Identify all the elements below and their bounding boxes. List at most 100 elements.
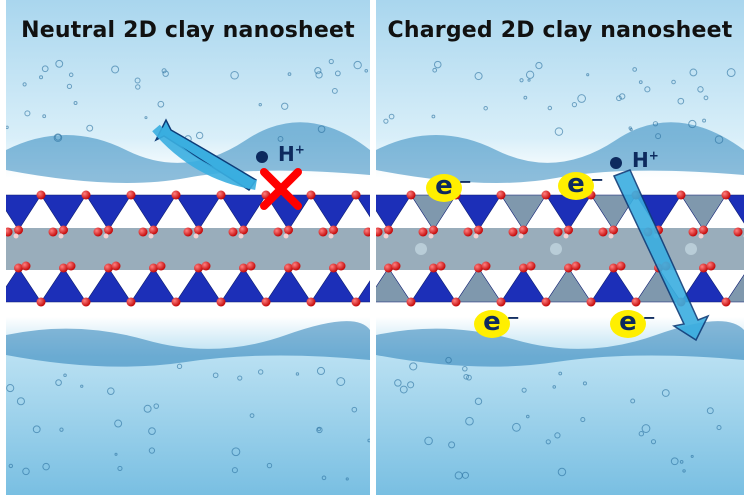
oxygen-atom bbox=[274, 228, 283, 237]
oxygen-atom bbox=[474, 226, 483, 235]
oxygen-atom bbox=[82, 191, 91, 200]
proton-label: H+ bbox=[278, 142, 305, 166]
oxygen-atom bbox=[572, 262, 581, 271]
oxygen-atom bbox=[542, 191, 551, 200]
hydrogen-atom bbox=[59, 234, 64, 239]
oxygen-atom bbox=[699, 226, 708, 235]
oxygen-atom bbox=[112, 262, 121, 271]
oxygen-atom bbox=[127, 298, 136, 307]
oxygen-atom bbox=[337, 262, 346, 271]
hydrogen-atom bbox=[609, 234, 614, 239]
electron-badge: e− bbox=[426, 174, 462, 202]
oxygen-atom bbox=[384, 226, 393, 235]
oxygen-atom bbox=[429, 226, 438, 235]
oxygen-atom bbox=[464, 228, 473, 237]
oxygen-atom bbox=[722, 298, 731, 307]
oxygen-atom bbox=[217, 298, 226, 307]
hydrogen-atom bbox=[149, 234, 154, 239]
oxygen-atom bbox=[599, 228, 608, 237]
oxygen-atom bbox=[407, 298, 416, 307]
oxygen-atom bbox=[247, 262, 256, 271]
oxygen-atom bbox=[157, 262, 166, 271]
oxygen-atom bbox=[172, 298, 181, 307]
oxygen-atom bbox=[184, 228, 193, 237]
oxygen-atom bbox=[262, 298, 271, 307]
oxygen-atom bbox=[14, 226, 23, 235]
oxygen-atom bbox=[307, 298, 316, 307]
oxygen-atom bbox=[564, 226, 573, 235]
oxygen-atom bbox=[202, 262, 211, 271]
hydrogen-atom bbox=[474, 234, 479, 239]
oxygen-atom bbox=[284, 226, 293, 235]
oxygen-atom bbox=[104, 226, 113, 235]
oxygen-atom bbox=[149, 226, 158, 235]
oxygen-atom bbox=[482, 262, 491, 271]
oxygen-atom bbox=[82, 298, 91, 307]
hydrogen-atom bbox=[194, 234, 199, 239]
oxygen-atom bbox=[392, 262, 401, 271]
oxygen-atom bbox=[37, 298, 46, 307]
oxygen-atom bbox=[194, 226, 203, 235]
neutral-panel: Neutral 2D clay nanosheet H+ bbox=[6, 0, 370, 495]
electron-badge: e− bbox=[474, 310, 510, 338]
charged-title: Charged 2D clay nanosheet bbox=[376, 18, 744, 43]
oxygen-atom bbox=[542, 298, 551, 307]
hydrogen-atom bbox=[699, 234, 704, 239]
oxygen-atom bbox=[722, 191, 731, 200]
oxygen-atom bbox=[329, 226, 338, 235]
cation-atom bbox=[550, 243, 562, 255]
proton-dot bbox=[610, 157, 622, 169]
oxygen-atom bbox=[292, 262, 301, 271]
oxygen-atom bbox=[407, 191, 416, 200]
electron-badge: e− bbox=[558, 172, 594, 200]
hydrogen-atom bbox=[384, 234, 389, 239]
oxygen-atom bbox=[497, 298, 506, 307]
hydrogen-atom bbox=[519, 234, 524, 239]
proton-label: H+ bbox=[632, 148, 659, 172]
oxygen-atom bbox=[419, 228, 428, 237]
oxygen-atom bbox=[352, 191, 361, 200]
hydrogen-atom bbox=[564, 234, 569, 239]
oxygen-atom bbox=[229, 228, 238, 237]
hydrogen-atom bbox=[239, 234, 244, 239]
hydrogen-atom bbox=[429, 234, 434, 239]
oxygen-atom bbox=[127, 191, 136, 200]
oxygen-atom bbox=[172, 191, 181, 200]
oxygen-atom bbox=[689, 228, 698, 237]
oxygen-atom bbox=[239, 226, 248, 235]
oxygen-atom bbox=[632, 298, 641, 307]
oxygen-atom bbox=[617, 262, 626, 271]
cation-atom bbox=[415, 243, 427, 255]
oxygen-atom bbox=[437, 262, 446, 271]
oxygen-atom bbox=[319, 228, 328, 237]
oxygen-atom bbox=[452, 298, 461, 307]
oxygen-atom bbox=[509, 228, 518, 237]
oxygen-atom bbox=[59, 226, 68, 235]
oxygen-atom bbox=[519, 226, 528, 235]
neutral-title: Neutral 2D clay nanosheet bbox=[6, 18, 370, 43]
oxygen-atom bbox=[587, 298, 596, 307]
charged-panel: Charged 2D clay nanosheet H+ e− e− e− e− bbox=[376, 0, 744, 495]
hydrogen-atom bbox=[284, 234, 289, 239]
oxygen-atom bbox=[609, 226, 618, 235]
oxygen-atom bbox=[734, 228, 743, 237]
hydrogen-atom bbox=[104, 234, 109, 239]
oxygen-atom bbox=[22, 262, 31, 271]
oxygen-atom bbox=[352, 298, 361, 307]
oxygen-atom bbox=[497, 191, 506, 200]
oxygen-atom bbox=[37, 191, 46, 200]
oxygen-atom bbox=[67, 262, 76, 271]
oxygen-atom bbox=[307, 191, 316, 200]
hydrogen-atom bbox=[329, 234, 334, 239]
cation-atom bbox=[685, 243, 697, 255]
oxygen-atom bbox=[94, 228, 103, 237]
proton-dot bbox=[256, 151, 268, 163]
oxygen-atom bbox=[217, 191, 226, 200]
oxygen-atom bbox=[707, 262, 716, 271]
oxygen-atom bbox=[527, 262, 536, 271]
oxygen-atom bbox=[139, 228, 148, 237]
hydrogen-atom bbox=[14, 234, 19, 239]
oxygen-atom bbox=[49, 228, 58, 237]
oxygen-atom bbox=[677, 191, 686, 200]
